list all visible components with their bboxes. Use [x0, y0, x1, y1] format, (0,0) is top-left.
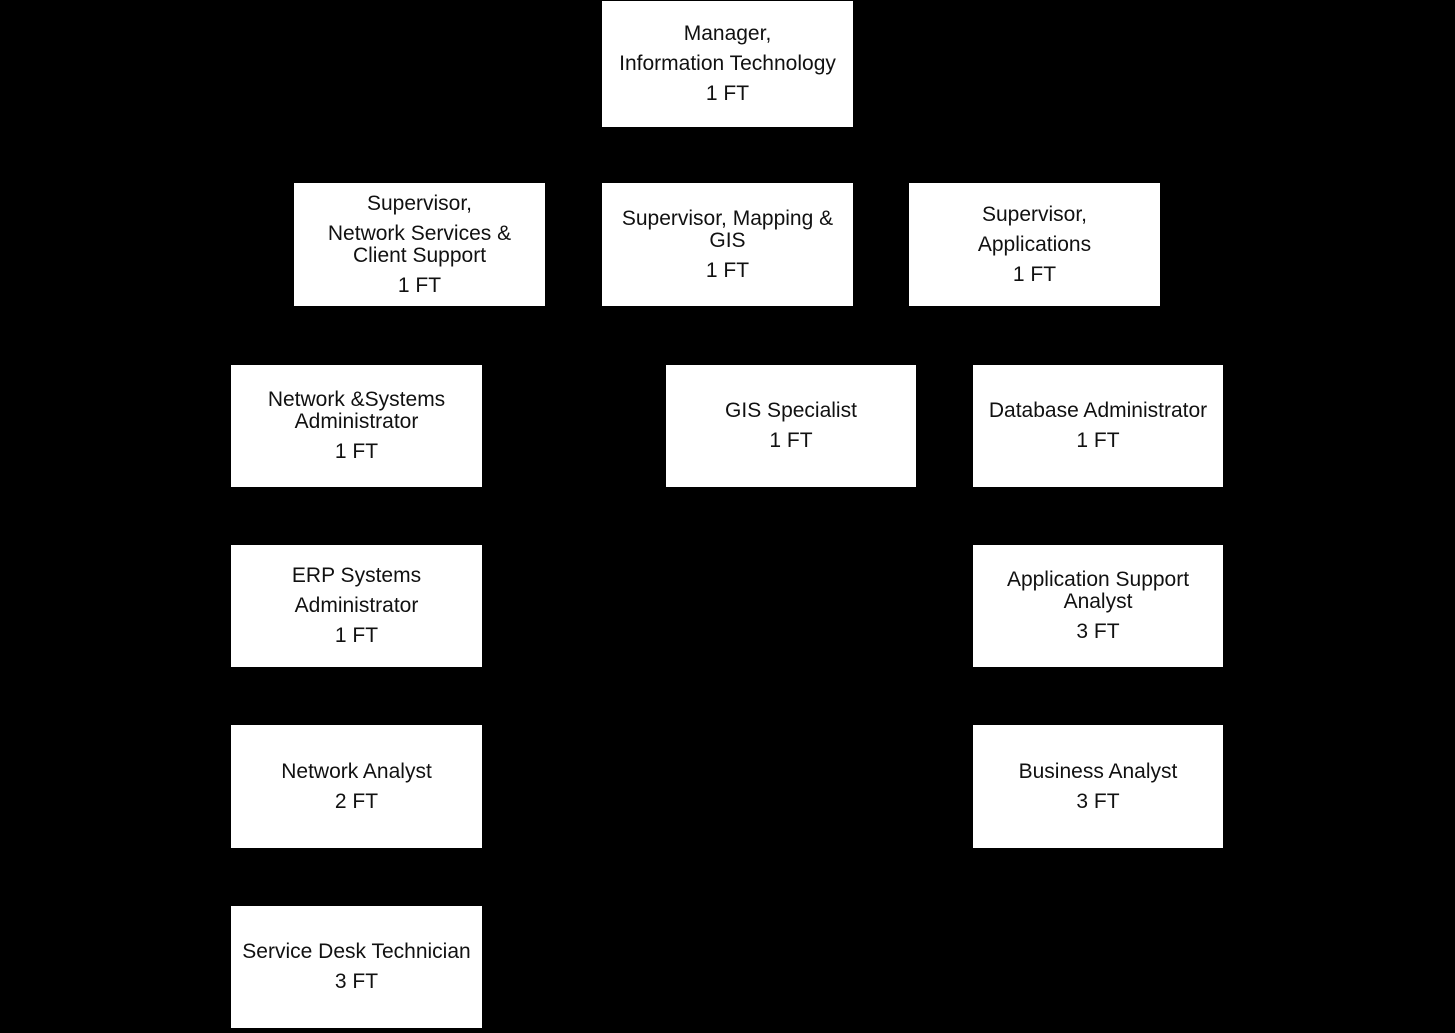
node-headcount: 1 FT — [1012, 262, 1057, 286]
org-node-supervisor-applications: Supervisor, Applications 1 FT — [909, 183, 1160, 306]
node-headcount: 2 FT — [334, 789, 379, 813]
node-title-line: Applications — [977, 232, 1092, 256]
node-title-line: Administrator — [294, 594, 419, 617]
org-node-manager-information-technology: Manager, Information Technology 1 FT — [602, 1, 853, 127]
node-title-line: Business Analyst — [1018, 759, 1178, 783]
node-headcount: 1 FT — [334, 624, 379, 647]
node-title-line: Database Administrator — [988, 399, 1208, 422]
node-headcount: 1 FT — [769, 429, 813, 452]
org-node-supervisor-network-services-client-support: Supervisor, Network Services & Client Su… — [294, 183, 545, 306]
node-headcount: 1 FT — [705, 258, 750, 282]
node-title-line: Network &Systems Administrator — [267, 388, 446, 433]
node-headcount: 3 FT — [334, 970, 379, 993]
node-headcount: 3 FT — [1076, 620, 1120, 643]
node-title-line: Manager, — [683, 22, 772, 45]
org-node-supervisor-mapping-gis: Supervisor, Mapping & GIS 1 FT — [602, 183, 853, 306]
org-node-network-systems-administrator: Network &Systems Administrator 1 FT — [231, 365, 482, 487]
org-node-business-analyst: Business Analyst 3 FT — [973, 725, 1223, 848]
org-node-gis-specialist: GIS Specialist 1 FT — [666, 365, 916, 487]
node-title-line: Supervisor, Mapping & GIS — [621, 206, 834, 252]
node-title-line: Service Desk Technician — [242, 940, 471, 963]
node-headcount: 1 FT — [1076, 429, 1120, 452]
org-node-application-support-analyst: Application Support Analyst 3 FT — [973, 545, 1223, 667]
org-node-network-analyst: Network Analyst 2 FT — [231, 725, 482, 848]
node-title-line: Network Services & Client Support — [327, 221, 512, 267]
node-title-line: ERP Systems — [291, 564, 422, 587]
node-headcount: 3 FT — [1076, 789, 1120, 813]
node-title-line: GIS Specialist — [725, 399, 857, 422]
node-headcount: 1 FT — [397, 273, 442, 297]
org-node-database-administrator: Database Administrator 1 FT — [973, 365, 1223, 487]
node-title-line: Application Support Analyst — [1006, 568, 1190, 613]
org-node-erp-systems-administrator: ERP Systems Administrator 1 FT — [231, 545, 482, 667]
node-title-line: Supervisor, — [366, 191, 473, 215]
node-headcount: 1 FT — [334, 440, 379, 463]
org-node-service-desk-technician: Service Desk Technician 3 FT — [231, 906, 482, 1028]
node-headcount: 1 FT — [705, 82, 750, 105]
node-title-line: Network Analyst — [281, 759, 432, 783]
node-title-line: Supervisor, — [981, 202, 1088, 226]
node-title-line: Information Technology — [619, 52, 836, 75]
